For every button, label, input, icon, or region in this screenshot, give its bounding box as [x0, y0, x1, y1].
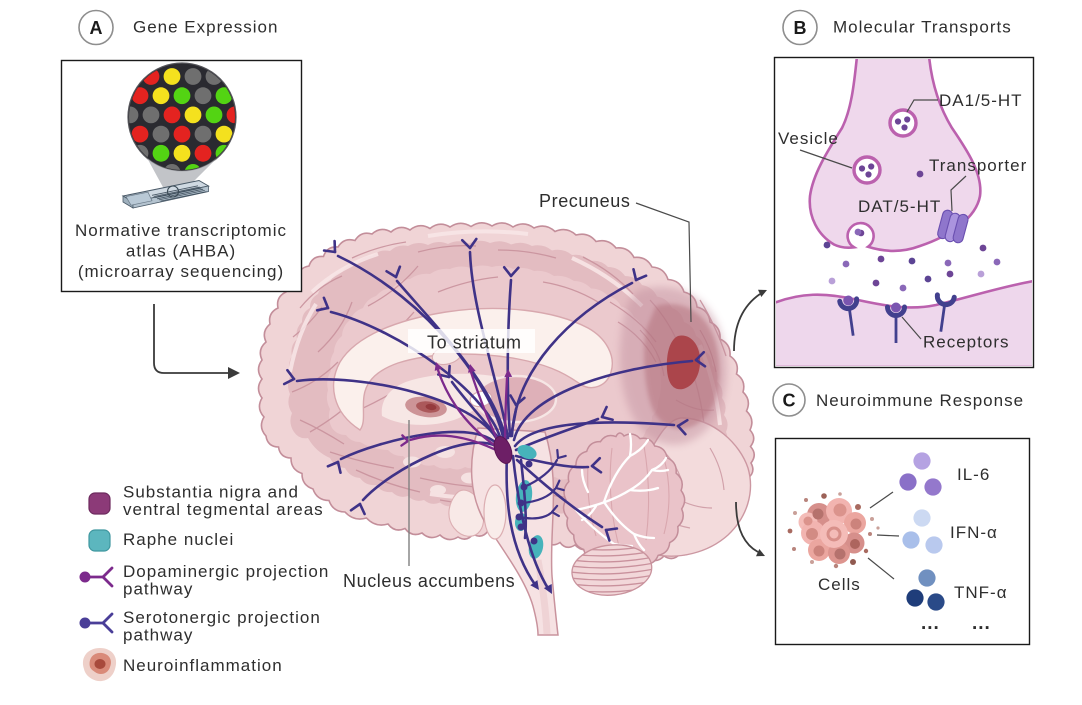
svg-text:A: A	[90, 18, 103, 38]
svg-text:ventral tegmental areas: ventral tegmental areas	[123, 500, 324, 519]
svg-text:IFN-α: IFN-α	[950, 523, 998, 542]
svg-text:TNF-α: TNF-α	[954, 583, 1008, 602]
svg-text:pathway: pathway	[123, 626, 193, 645]
svg-text:To striatum: To striatum	[427, 333, 522, 353]
svg-text:DAT/5-HT: DAT/5-HT	[858, 197, 941, 216]
svg-text:...: ...	[921, 613, 940, 634]
svg-text:Neuroimmune Response: Neuroimmune Response	[816, 391, 1024, 410]
svg-text:Molecular Transports: Molecular Transports	[833, 18, 1012, 37]
svg-text:...: ...	[972, 613, 991, 634]
svg-text:Normative transcriptomic: Normative transcriptomic	[75, 221, 287, 240]
svg-text:Transporter: Transporter	[929, 156, 1027, 175]
svg-text:(microarray sequencing): (microarray sequencing)	[78, 262, 284, 281]
svg-text:C: C	[783, 391, 796, 411]
svg-text:Nucleus accumbens: Nucleus accumbens	[343, 571, 515, 591]
svg-text:Cells: Cells	[818, 575, 861, 594]
svg-text:pathway: pathway	[123, 580, 193, 599]
svg-text:Receptors: Receptors	[923, 333, 1009, 352]
svg-text:Neuroinflammation: Neuroinflammation	[123, 656, 283, 675]
svg-text:Raphe nuclei: Raphe nuclei	[123, 530, 234, 549]
svg-text:Dopaminergic projection: Dopaminergic projection	[123, 562, 329, 581]
svg-text:B: B	[794, 18, 807, 38]
svg-text:Vesicle: Vesicle	[778, 129, 839, 148]
svg-text:Serotonergic projection: Serotonergic projection	[123, 608, 321, 627]
svg-text:Substantia nigra and: Substantia nigra and	[123, 483, 299, 502]
svg-text:Gene Expression: Gene Expression	[133, 18, 278, 37]
svg-text:Precuneus: Precuneus	[539, 191, 630, 211]
svg-text:IL-6: IL-6	[957, 465, 990, 484]
svg-text:atlas (AHBA): atlas (AHBA)	[126, 242, 236, 261]
svg-text:DA1/5-HT: DA1/5-HT	[939, 91, 1023, 110]
